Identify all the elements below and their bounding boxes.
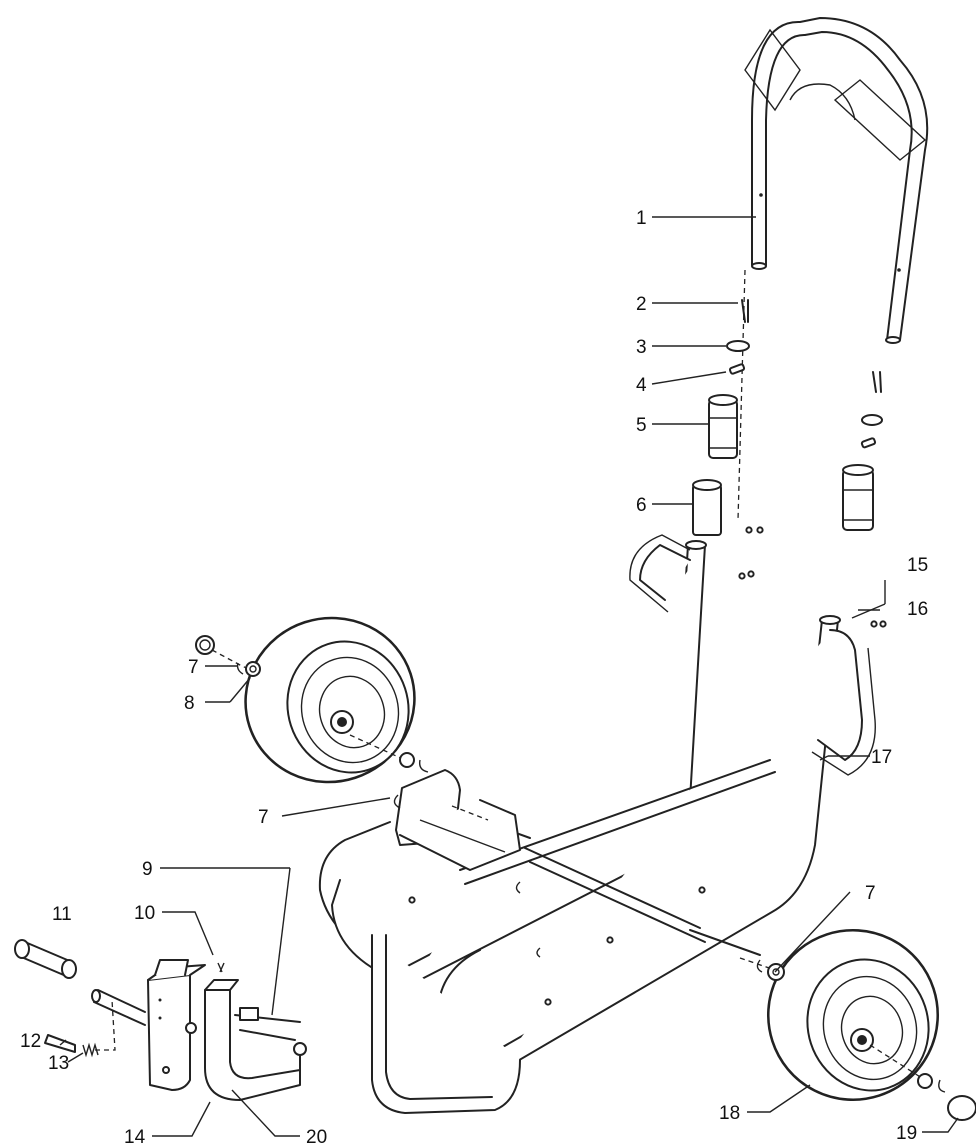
callout-8: 8 [184,693,195,714]
callout-4: 4 [636,375,647,396]
callout-1: 1 [636,208,647,229]
callout-9: 9 [142,859,153,880]
cart-frame [318,534,876,1114]
callout-7-top-left: 7 [188,657,199,678]
callout-numbers: 1 2 3 4 5 6 7 8 7 9 10 11 12 13 14 20 15… [20,208,928,1146]
callout-16: 16 [907,599,928,620]
callout-7-right: 7 [865,883,876,904]
callout-3: 3 [636,337,647,358]
handle-assembly [744,17,929,344]
callout-5: 5 [636,415,647,436]
callout-12: 12 [20,1031,41,1052]
callout-11: 11 [52,904,72,925]
callout-2: 2 [636,294,647,315]
callout-19: 19 [896,1123,917,1144]
callout-10: 10 [134,903,155,924]
left-wheel [195,616,541,958]
callout-20: 20 [306,1127,327,1146]
callout-17: 17 [871,747,892,768]
leader-lines [59,216,959,1137]
callout-7-mid-left: 7 [258,807,269,828]
callout-6: 6 [636,495,647,516]
callout-14: 14 [124,1127,146,1146]
pin-stack-left [692,269,750,536]
pin-stack-right [738,371,887,628]
callout-13: 13 [48,1053,69,1074]
callout-18: 18 [719,1103,740,1124]
mount-bracket-assembly [14,939,307,1101]
callout-15: 15 [907,555,928,576]
right-wheel [739,929,976,1121]
